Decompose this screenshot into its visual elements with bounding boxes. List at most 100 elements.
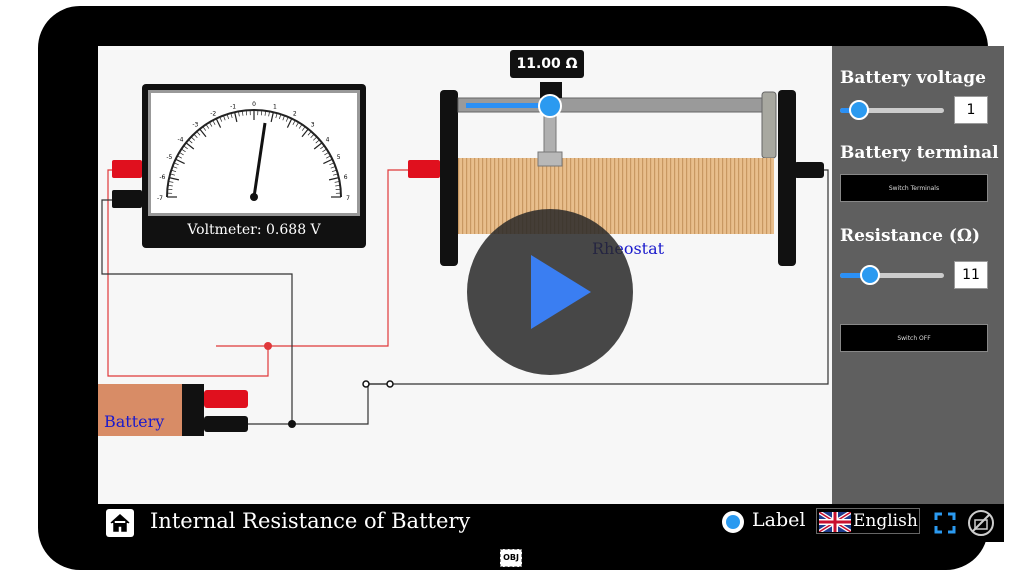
rheostat-rod-end (761, 91, 777, 159)
no-touch-icon[interactable] (966, 508, 996, 538)
app-title: Internal Resistance of Battery (150, 509, 471, 533)
battery-voltage-input[interactable]: 1 (954, 96, 988, 124)
voltmeter-scale-label: 5 (337, 154, 341, 161)
voltmeter-tick (331, 169, 337, 172)
battery-voltage-title: Battery voltage (840, 68, 986, 88)
voltmeter-tick (223, 115, 226, 121)
voltmeter-tick (168, 181, 174, 183)
voltmeter-tick (323, 158, 333, 165)
rheostat-slider-fill (466, 103, 550, 108)
rheostat-left-stand (440, 90, 458, 266)
resistance-slider[interactable] (840, 273, 944, 278)
voltmeter-tick (199, 128, 207, 138)
voltmeter-tick (179, 152, 184, 156)
red-junction (264, 342, 272, 350)
voltmeter-tick (332, 173, 338, 176)
battery-voltage-slider[interactable] (840, 108, 944, 113)
voltmeter-tick (285, 116, 289, 122)
voltmeter-tick (301, 126, 306, 131)
voltmeter-tick (324, 152, 329, 156)
voltmeter-tick (313, 142, 323, 150)
play-icon (531, 255, 591, 329)
voltmeter-tick (328, 177, 339, 181)
switch-terminals-button[interactable]: Switch Terminals (840, 174, 988, 202)
black-junction (288, 420, 296, 428)
voltmeter-pivot (250, 193, 258, 201)
voltmeter-tick (196, 131, 201, 136)
switch-terminal-left[interactable] (362, 380, 370, 388)
uk-flag-icon (819, 512, 851, 532)
play-button[interactable] (467, 209, 633, 375)
switch-off-button[interactable]: Switch OFF (840, 324, 988, 352)
label-radio[interactable] (722, 511, 744, 533)
voltmeter-tick (329, 162, 335, 166)
voltmeter-tick (330, 166, 336, 169)
voltmeter-tick (219, 116, 223, 122)
voltmeter-tick (301, 128, 309, 138)
voltmeter-tick (170, 173, 176, 176)
voltmeter-tick (334, 181, 340, 183)
resistance-knob[interactable] (860, 265, 880, 285)
voltmeter-negative-terminal[interactable] (112, 190, 142, 208)
battery-negative-terminal[interactable] (204, 416, 248, 432)
voltmeter-tick (279, 114, 282, 120)
home-button[interactable] (106, 509, 134, 537)
voltmeter-tick (215, 118, 222, 128)
fullscreen-icon[interactable] (934, 512, 956, 534)
rheostat-right-stand (778, 90, 796, 266)
language-selector[interactable]: English (816, 508, 920, 534)
voltmeter-scale-label: 2 (293, 110, 297, 117)
voltmeter-tick (171, 169, 177, 172)
voltmeter-tick (307, 131, 312, 136)
battery-voltage-knob[interactable] (849, 100, 869, 120)
voltmeter-tick (275, 113, 278, 119)
black-wire-battery (248, 383, 390, 425)
voltmeter-tick (169, 177, 180, 181)
voltmeter-tick (202, 126, 207, 131)
voltmeter-tick (175, 158, 185, 165)
voltmeter-tick (292, 120, 296, 125)
voltmeter-scale-label: -3 (192, 122, 198, 129)
rheostat-slider-knob[interactable] (538, 94, 562, 118)
switch-terminal-right[interactable] (386, 380, 394, 388)
voltmeter-tick (172, 166, 178, 169)
rheostat-red-terminal[interactable] (408, 160, 440, 178)
voltmeter-scale-label: -1 (230, 103, 236, 110)
voltmeter-scale-label: 1 (273, 103, 277, 110)
voltmeter-needle (252, 122, 267, 198)
control-panel: Battery voltage 1 Battery terminal Switc… (832, 46, 1004, 504)
voltmeter-tick (310, 133, 315, 138)
voltmeter-positive-terminal[interactable] (112, 160, 142, 178)
voltmeter-scale-label: -5 (166, 154, 172, 161)
voltmeter-tick (226, 114, 229, 120)
red-wire-battery (107, 169, 269, 377)
voltmeter-tick (190, 136, 195, 141)
voltmeter-tick (268, 111, 270, 117)
voltmeter-tick (177, 155, 182, 159)
voltmeter-scale-label: -2 (210, 110, 216, 117)
battery-positive-terminal[interactable] (204, 390, 248, 408)
battery-body (98, 384, 182, 436)
rheostat-slider-contact[interactable] (537, 151, 563, 167)
label-toggle-text: Label (752, 509, 806, 531)
home-icon (110, 513, 130, 532)
voltmeter-tick (212, 120, 216, 125)
battery-cap (182, 384, 204, 436)
voltmeter-scale-label: 4 (326, 136, 330, 143)
black-wire-voltmeter (101, 199, 293, 424)
rheostat-slider-top (540, 82, 562, 98)
red-wire-rheostat (268, 169, 416, 347)
voltmeter-tick (183, 145, 188, 150)
resistance-input[interactable]: 11 (954, 261, 988, 289)
voltmeter-tick (209, 122, 213, 127)
voltmeter-tick (241, 110, 244, 116)
rheostat-resistance-tooltip: 11.00 Ω (510, 50, 584, 78)
radio-icon (726, 515, 740, 529)
rheostat-black-terminal[interactable] (794, 162, 824, 178)
voltmeter-scale-label: -6 (159, 174, 165, 181)
voltmeter-tick (234, 112, 238, 123)
